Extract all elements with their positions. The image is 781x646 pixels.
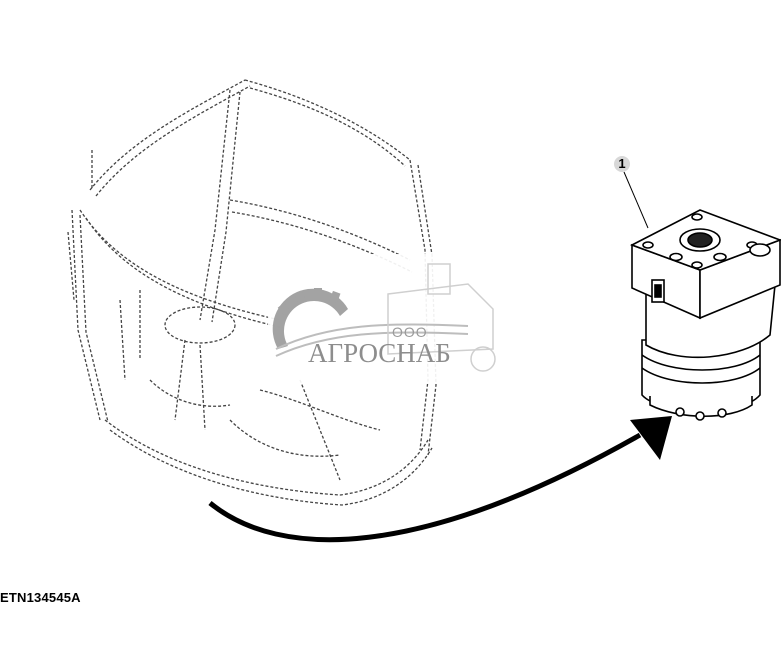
watermark-prefix: ООО: [392, 324, 428, 340]
callout-leader-line: [623, 171, 649, 229]
steering-valve-unit-illustration: [630, 209, 781, 421]
gear-icon: [272, 263, 496, 372]
figure-id-label: ETN134545A: [0, 590, 81, 605]
pointer-arrow: [208, 416, 672, 543]
callout-number-1: 1: [614, 156, 630, 172]
watermark-company-name: АГРОСНАБ: [308, 338, 451, 368]
watermark-logo: [268, 254, 530, 384]
